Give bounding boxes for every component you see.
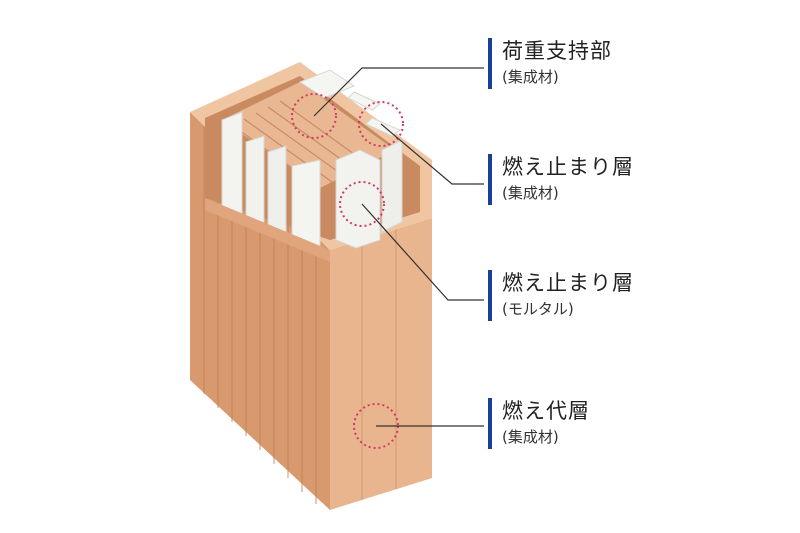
label-sub: (集成材) bbox=[502, 428, 559, 446]
front-wood-band bbox=[205, 198, 330, 262]
label-main: 燃え止まり層 bbox=[502, 271, 634, 295]
label-char-layer: 燃え代層 (集成材) bbox=[488, 398, 590, 449]
marker-core bbox=[291, 93, 337, 139]
label-fire-stop-glulam: 燃え止まり層 (集成材) bbox=[488, 154, 634, 205]
leader-lines bbox=[313, 67, 484, 427]
right-face-laminae bbox=[361, 229, 397, 500]
label-fire-stop-mortar: 燃え止まり層 (モルタル) bbox=[488, 270, 634, 321]
label-sub: (集成材) bbox=[502, 68, 559, 86]
marker-glulam-stop bbox=[358, 101, 404, 147]
label-sub: (集成材) bbox=[502, 184, 559, 202]
label-main: 燃え止まり層 bbox=[502, 155, 634, 179]
label-main: 荷重支持部 bbox=[502, 39, 612, 63]
label-load-bearing: 荷重支持部 (集成材) bbox=[488, 38, 612, 89]
label-main: 燃え代層 bbox=[502, 399, 590, 423]
marker-mortar bbox=[339, 181, 385, 227]
label-sub: (モルタル) bbox=[502, 300, 574, 318]
column-right-face bbox=[330, 218, 432, 510]
